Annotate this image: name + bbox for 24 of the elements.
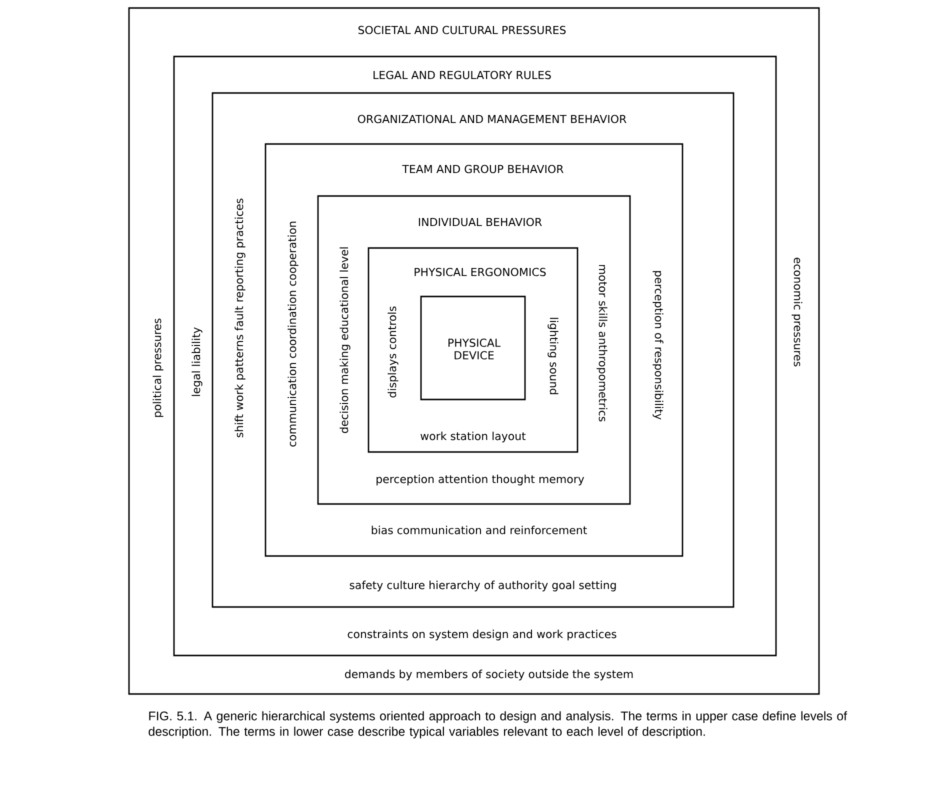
variable-label: decision making educational level: [340, 247, 350, 433]
variable-label: lighting sound: [548, 318, 558, 394]
variable-label: shift work patterns fault reporting practices: [234, 198, 246, 438]
level-heading: SOCIETAL AND CULTURAL PRESSURES: [358, 26, 566, 34]
variable-label: constraints on system design and work practices: [348, 630, 616, 640]
level-heading: TEAM AND GROUP BEHAVIOR: [402, 164, 564, 174]
variable-label: displays controls: [388, 306, 398, 398]
variable-label: work station layout: [420, 432, 526, 442]
variable-label: motor skills anthropometrics: [596, 265, 608, 422]
level-heading: ORGANIZATIONAL AND MANAGEMENT BEHAVIOR: [358, 114, 626, 124]
level-heading: PHYSICAL DEVICE: [448, 338, 501, 360]
variable-label: perception attention thought memory: [376, 474, 584, 486]
level-heading: INDIVIDUAL BEHAVIOR: [418, 218, 542, 226]
variable-label: political pressures: [152, 318, 164, 417]
variable-label: safety culture hierarchy of authority goal setting: [350, 580, 616, 592]
level-heading: PHYSICAL ERGONOMICS: [414, 268, 546, 276]
variable-label: demands by members of society outside the system: [345, 670, 633, 680]
variable-label: economic pressures: [792, 258, 802, 366]
variable-label: legal liability: [192, 327, 202, 396]
variable-label: bias communication and reinforcement: [372, 526, 587, 534]
variable-label: perception of responsibility: [652, 271, 664, 420]
level-heading: LEGAL AND REGULATORY RULES: [374, 70, 551, 80]
figure-caption: FIG. 5.1. A generic hierarchical systems oriented approach to design and analysis. The terms in upper case define levels of description. The terms in lower case describe typical variables relevant to each level of description.: [148, 711, 848, 738]
variable-label: communication coordination cooperation: [288, 222, 298, 447]
